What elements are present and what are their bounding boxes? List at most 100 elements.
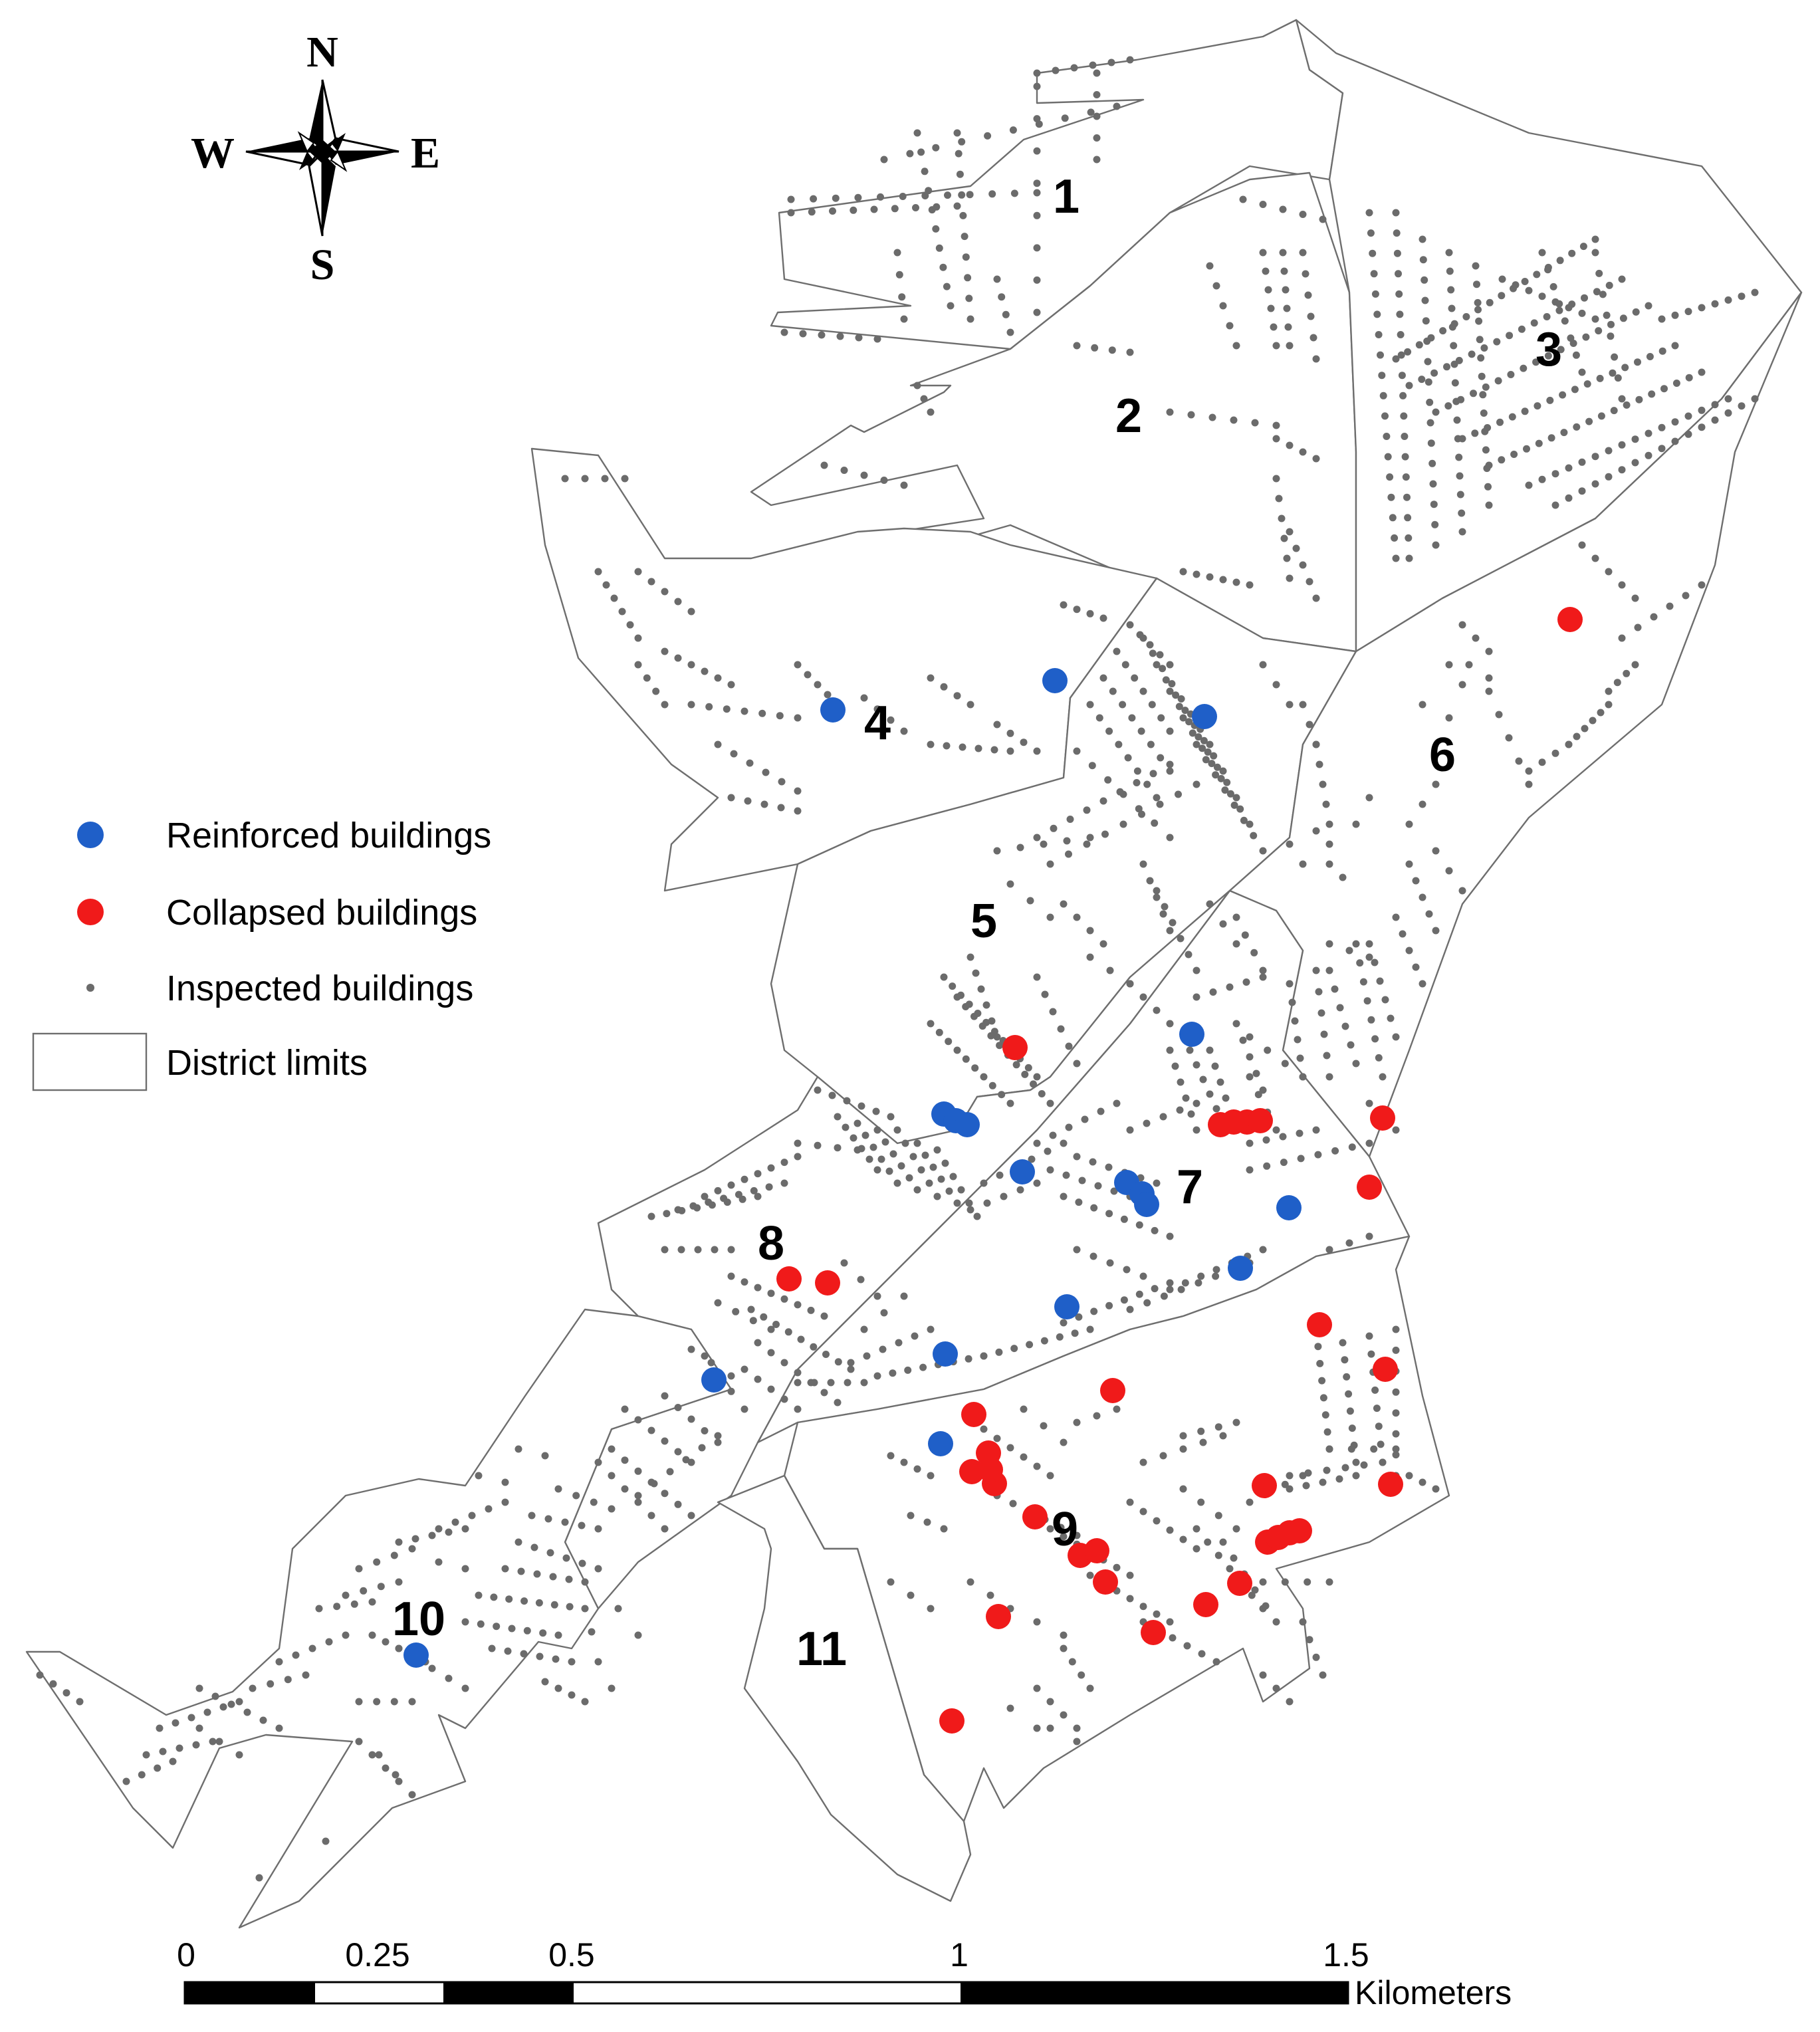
- inspected-building-point: [1614, 374, 1622, 382]
- inspected-building-point: [746, 759, 754, 767]
- inspected-building-point: [1698, 368, 1706, 376]
- inspected-building-point: [1650, 613, 1658, 621]
- inspected-building-point: [687, 1415, 695, 1423]
- inspected-building-point: [920, 395, 928, 403]
- inspected-building-point: [1146, 877, 1154, 885]
- inspected-building-point: [1126, 348, 1134, 356]
- inspected-building-point: [978, 1022, 986, 1030]
- inspected-building-point: [1060, 601, 1068, 609]
- inspected-building-point: [822, 1351, 830, 1358]
- inspected-building-point: [1006, 1704, 1014, 1712]
- inspected-building-point: [973, 1212, 981, 1220]
- inspected-building-point: [1299, 561, 1307, 569]
- scale-tick-0-25: 0.25: [345, 1936, 409, 1974]
- inspected-building-point: [1056, 1333, 1064, 1341]
- inspected-building-point: [834, 1144, 842, 1152]
- inspected-building-point: [1299, 860, 1307, 868]
- inspected-building-point: [618, 608, 626, 616]
- inspected-building-point: [927, 674, 935, 682]
- inspected-building-point: [820, 1312, 828, 1320]
- inspected-building-point: [854, 193, 862, 201]
- inspected-building-point: [1398, 372, 1406, 380]
- inspected-building-point: [1421, 276, 1428, 284]
- inspected-building-point: [1153, 1517, 1161, 1525]
- inspected-building-point: [1166, 767, 1174, 775]
- inspected-building-point: [1682, 592, 1690, 600]
- inspected-building-point: [1557, 346, 1565, 354]
- inspected-building-point: [1658, 445, 1666, 453]
- inspected-building-point: [947, 302, 955, 310]
- inspected-building-point: [714, 674, 722, 682]
- inspected-building-point: [1325, 940, 1333, 948]
- inspected-building-point: [1217, 774, 1225, 782]
- inspected-building-point: [1246, 1166, 1254, 1174]
- inspected-building-point: [1751, 395, 1759, 403]
- inspected-building-point: [1573, 733, 1581, 740]
- collapsed-building-marker: [1002, 1035, 1028, 1060]
- inspected-building-point: [877, 1155, 885, 1163]
- inspected-building-point: [1240, 816, 1248, 824]
- inspected-building-point: [634, 1492, 642, 1500]
- inspected-building-point: [578, 1522, 586, 1529]
- inspected-building-point: [1086, 953, 1094, 961]
- inspected-building-point: [863, 1352, 871, 1360]
- inspected-building-point: [1151, 819, 1159, 827]
- inspected-building-point: [1296, 1129, 1304, 1137]
- inspected-building-point: [895, 1339, 903, 1347]
- inspected-building-point: [1264, 1046, 1272, 1054]
- inspected-building-point: [1259, 966, 1267, 974]
- inspected-building-point: [900, 481, 908, 489]
- inspected-building-point: [1671, 311, 1679, 319]
- inspected-building-point: [988, 1017, 996, 1025]
- inspected-building-point: [1062, 1171, 1070, 1179]
- district-10-boundary: [25, 1308, 733, 1929]
- inspected-building-point: [1470, 390, 1477, 397]
- inspected-building-point: [1521, 407, 1529, 415]
- inspected-building-point: [1115, 740, 1123, 748]
- inspected-building-point: [1189, 729, 1196, 737]
- inspected-building-point: [1711, 300, 1719, 308]
- inspected-building-point: [565, 1575, 573, 1583]
- inspected-building-point: [1104, 776, 1112, 784]
- inspected-building-point: [1538, 292, 1546, 300]
- inspected-building-point: [937, 1175, 945, 1183]
- inspected-building-point: [1593, 288, 1601, 296]
- inspected-building-point: [504, 1647, 512, 1655]
- inspected-building-point: [959, 211, 967, 219]
- district-label-6: 6: [1429, 729, 1456, 782]
- inspected-building-point: [1371, 290, 1379, 298]
- inspected-building-point: [1006, 747, 1014, 755]
- district-label-2: 2: [1115, 390, 1142, 443]
- inspected-building-point: [1181, 1279, 1189, 1287]
- inspected-building-point: [1376, 977, 1384, 985]
- inspected-building-point: [1485, 461, 1493, 469]
- inspected-building-point: [1052, 66, 1060, 74]
- inspected-building-point: [477, 1620, 485, 1628]
- inspected-building-point: [1113, 1405, 1121, 1413]
- inspected-building-point: [1280, 534, 1288, 542]
- inspected-building-point: [1666, 602, 1674, 610]
- inspected-building-point: [1105, 1301, 1113, 1309]
- inspected-building-point: [1219, 1538, 1227, 1546]
- inspected-building-point: [1109, 687, 1117, 695]
- inspected-building-point: [740, 1278, 748, 1286]
- inspected-building-point: [708, 1201, 716, 1209]
- inspected-building-point: [1119, 820, 1127, 828]
- reinforced-building-marker: [955, 1112, 980, 1137]
- inspected-building-point: [1033, 179, 1041, 187]
- inspected-building-point: [1309, 334, 1317, 342]
- inspected-building-point: [1033, 1462, 1041, 1470]
- inspected-building-point: [1066, 816, 1074, 823]
- inspected-building-point: [853, 1119, 861, 1127]
- inspected-building-point: [541, 1452, 549, 1460]
- legend-inspected-label: Inspected buildings: [166, 968, 473, 1008]
- reinforced-building-marker: [1276, 1195, 1302, 1220]
- inspected-building-point: [1147, 740, 1155, 748]
- inspected-building-point: [843, 1097, 851, 1105]
- inspected-building-point: [1126, 56, 1134, 64]
- inspected-building-point: [1278, 514, 1286, 522]
- inspected-building-point: [1099, 940, 1107, 948]
- inspected-building-point: [1010, 189, 1018, 197]
- inspected-building-point: [913, 1186, 921, 1194]
- inspected-building-point: [445, 1674, 453, 1682]
